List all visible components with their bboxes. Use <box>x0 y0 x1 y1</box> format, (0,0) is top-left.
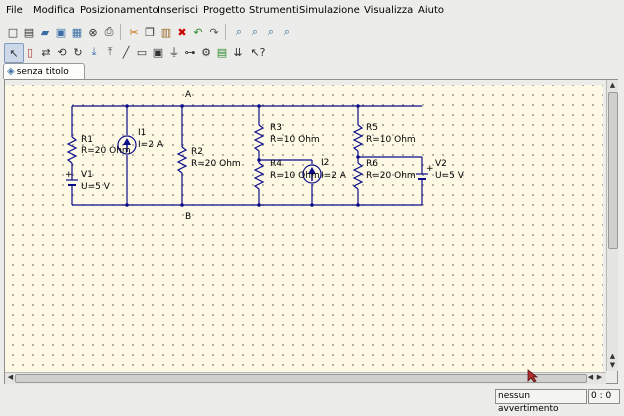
zoom-out-icon[interactable]: ⌕ <box>283 25 291 38</box>
status-position: 0 : 0 <box>588 389 620 404</box>
node-label-b: B <box>185 212 191 222</box>
new-file-icon[interactable]: □ <box>7 25 19 39</box>
zoom-fit-icon[interactable]: ⌕ <box>235 25 243 38</box>
scroll-left-arrow-icon[interactable]: ◀ <box>7 373 14 381</box>
document-icon: ◈ <box>7 66 15 77</box>
i2-name: I2 <box>321 158 329 168</box>
scroll-right-arrow-icon[interactable]: ▶ <box>596 373 603 381</box>
i1-value: I=2 A <box>138 140 164 150</box>
r3-value: R=10 Ohm <box>270 135 320 145</box>
menu-inserisci[interactable]: Inserisci <box>157 5 199 16</box>
move-up-icon[interactable]: ⤒ <box>107 45 113 58</box>
whats-this-help-icon[interactable]: ↖? <box>250 45 266 59</box>
select-pointer-icon[interactable]: ↖ <box>4 43 24 63</box>
open-icon[interactable]: ▰ <box>40 25 50 39</box>
current-arrows <box>123 138 316 181</box>
r6-name: R6 <box>366 159 378 169</box>
r5-value: R=10 Ohm <box>366 135 416 145</box>
zoom-icon[interactable]: ⌕ <box>251 25 259 38</box>
scroll-left-arrow-icon-right[interactable]: ◀ <box>587 373 594 381</box>
menu-progetto[interactable]: Progetto <box>203 5 246 16</box>
undo-icon[interactable]: ↶ <box>193 25 203 39</box>
delete-icon[interactable]: ✖ <box>177 25 187 39</box>
toolbar-separator <box>225 24 226 40</box>
r1-name: R1 <box>81 135 93 145</box>
markers-icon[interactable]: ⇊ <box>233 45 243 59</box>
rotate-cw-icon[interactable]: ↻ <box>73 45 83 59</box>
menu-posizionamento[interactable]: Posizionamento <box>80 5 159 16</box>
menu-simulazione[interactable]: Simulazione <box>299 5 360 16</box>
ground-icon[interactable]: ⏚ <box>168 46 180 59</box>
move-down-icon[interactable]: ⤓ <box>91 45 97 58</box>
r4-value: R=10 Ohm <box>270 171 320 181</box>
status-message: nessun avvertimento <box>495 389 587 414</box>
paste-icon[interactable]: ▥ <box>160 25 172 39</box>
cut-icon[interactable]: ✂ <box>129 25 139 39</box>
redo-icon[interactable]: ↷ <box>209 25 219 39</box>
menu-file[interactable]: File <box>6 5 23 16</box>
v1-plus: + <box>65 170 73 180</box>
schematic-drawing: A B R1 R=20 Ohm I1 I=2 A V1 U=5 V + R2 R… <box>65 90 465 222</box>
i2-value: I=2 A <box>321 171 347 181</box>
menu-aiuto[interactable]: Aiuto <box>418 5 444 16</box>
scroll-down-arrow-icon[interactable]: ▼ <box>609 361 616 369</box>
new-text-icon[interactable]: ▤ <box>23 25 35 39</box>
scroll-up-arrow-icon-bottom[interactable]: ▲ <box>609 352 616 360</box>
r2-name: R2 <box>191 147 203 157</box>
zoom-in-icon[interactable]: ⌕ <box>267 25 275 38</box>
r1-value: R=20 Ohm <box>81 146 131 156</box>
r3-name: R3 <box>270 123 282 133</box>
wire-label-icon[interactable]: ▭ <box>136 45 148 59</box>
node-label-a: A <box>185 90 192 100</box>
menu-strumenti[interactable]: Strumenti <box>249 5 299 16</box>
horizontal-scrollbar[interactable]: ◀ ◀ ▶ <box>5 372 606 384</box>
rotate-icon[interactable]: ⟲ <box>57 45 67 59</box>
simulate-icon[interactable]: ▤ <box>216 45 228 59</box>
toolbar-tools: ↖ ▯ ⇄ ⟲ ↻ ⤓ ⤒ ╱ ▭ ▣ ⏚ ⊶ ⚙ ▤ ⇊ ↖? <box>4 43 314 63</box>
vertical-scrollbar[interactable]: ▲ ▲ ▼ <box>606 80 618 371</box>
toolbar-main: □ ▤ ▰ ▣ ▦ ⊗ ⎙ ✂ ❐ ▥ ✖ ↶ ↷ ⌕ ⌕ ⌕ ⌕ <box>4 23 344 43</box>
r4-name: R4 <box>270 159 282 169</box>
i1-name: I1 <box>138 128 146 138</box>
settings-gear-icon[interactable]: ⚙ <box>201 45 211 59</box>
tab-label: senza titolo <box>16 66 69 77</box>
menu-bar: File Modifica Posizionamento Inserisci P… <box>0 3 624 21</box>
r2-value: R=20 Ohm <box>191 159 241 169</box>
v1-name: V1 <box>81 170 93 180</box>
v2-plus: + <box>426 164 434 174</box>
scroll-up-arrow-icon[interactable]: ▲ <box>609 81 616 89</box>
v2-value: U=5 V <box>435 171 465 181</box>
schematic-canvas[interactable]: A B R1 R=20 Ohm I1 I=2 A V1 U=5 V + R2 R… <box>5 85 603 372</box>
r6-value: R=20 Ohm <box>366 171 416 181</box>
save-icon[interactable]: ▣ <box>55 25 67 39</box>
menu-visualizza[interactable]: Visualizza <box>364 5 414 16</box>
edit-properties-icon[interactable]: ▯ <box>26 45 34 59</box>
print-icon[interactable]: ⎙ <box>104 25 114 38</box>
port-icon[interactable]: ⊶ <box>184 45 196 59</box>
vertical-scroll-thumb[interactable] <box>608 92 618 249</box>
close-icon[interactable]: ⊗ <box>88 25 98 39</box>
copy-icon[interactable]: ❐ <box>145 25 155 39</box>
toolbar-separator <box>120 24 121 40</box>
v2-name: V2 <box>435 159 447 169</box>
save-all-icon[interactable]: ▦ <box>71 25 83 39</box>
mirror-icon[interactable]: ⇄ <box>41 45 51 59</box>
equation-icon[interactable]: ▣ <box>152 45 164 59</box>
mouse-cursor-icon <box>527 369 539 383</box>
r5-name: R5 <box>366 123 378 133</box>
horizontal-scroll-thumb[interactable] <box>15 374 587 383</box>
tab-senza-titolo[interactable]: ◈ senza titolo <box>3 63 85 79</box>
wires <box>66 105 428 206</box>
junctions <box>125 104 360 207</box>
v1-value: U=5 V <box>81 182 111 192</box>
menu-modifica[interactable]: Modifica <box>33 5 75 16</box>
wire-icon[interactable]: ╱ <box>122 45 130 59</box>
